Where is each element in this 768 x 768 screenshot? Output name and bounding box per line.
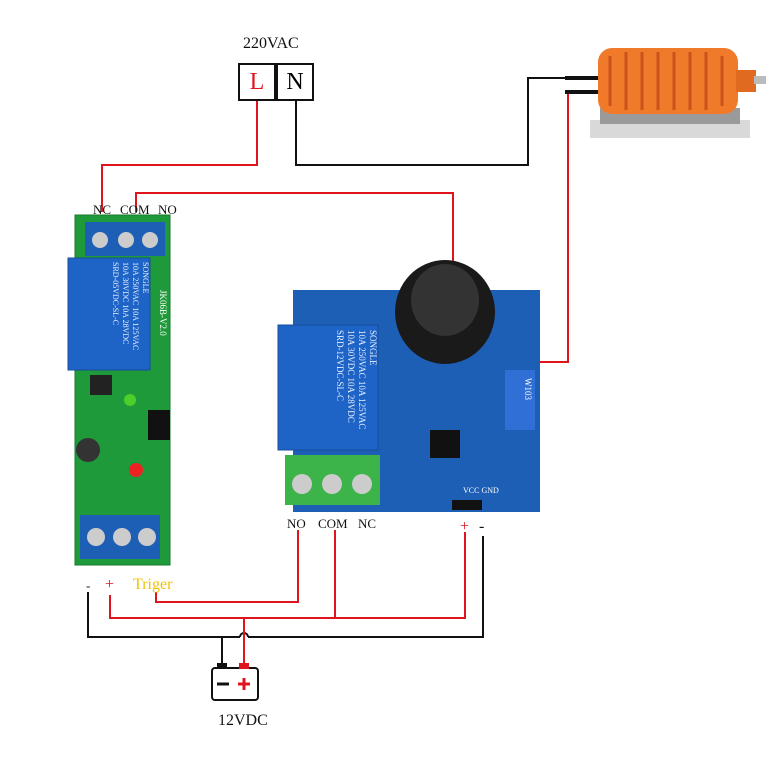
left-relay-com-label: COM — [120, 202, 150, 217]
left-relay-model: SRD-05VDC-SL-C — [111, 262, 120, 326]
ac-supply-label: 220VAC — [243, 35, 299, 52]
wire-ground — [87, 592, 240, 638]
sensor-nc-label: NC — [358, 516, 377, 531]
left-relay-brand: SONGLE — [141, 262, 150, 294]
wire-positive — [109, 532, 466, 619]
current-sensor-board — [277, 260, 540, 512]
trigger-label: Triger — [133, 576, 173, 593]
wire-ground-2 — [248, 536, 484, 638]
sensor-relay-rating-1: 10A 250VAC 10A 125VAC — [357, 330, 367, 430]
potentiometer-label[interactable]: W103 — [523, 378, 533, 400]
wire-trigger — [155, 530, 299, 603]
sensor-relay-brand: SONGLE — [368, 330, 378, 366]
wire-line-L — [101, 101, 258, 212]
left-minus-label: - — [86, 578, 91, 593]
neutral-terminal: N — [276, 63, 314, 101]
left-board-max: MAX:10A — [173, 222, 182, 257]
left-relay-board — [67, 214, 171, 566]
battery-label: 12VDC — [218, 712, 268, 729]
sensor-plus-label: + — [460, 518, 470, 535]
sensor-relay-rating-2: 10A 30VDC 10A 28VDC — [346, 330, 356, 423]
left-board-model: JK06B-V2.0 — [158, 290, 168, 336]
left-plus-label: + — [105, 576, 115, 593]
sensor-com-label: COM — [318, 516, 348, 531]
wire-neutral — [295, 77, 598, 166]
motor — [565, 48, 766, 138]
sensor-no-label: NO — [287, 516, 306, 531]
left-relay-text: SONGLE 10A 250VAC 10A 125VAC 10A 30VDC 1… — [110, 262, 150, 350]
left-relay-nc-label: NC — [93, 202, 112, 217]
sensor-minus-label: - — [479, 518, 485, 535]
sensor-relay-text: SONGLE 10A 250VAC 10A 125VAC 10A 30VDC 1… — [334, 330, 378, 429]
battery-icon — [211, 663, 259, 701]
left-relay-rating-2: 10A 30VDC 10A 28VDC — [121, 262, 130, 345]
sensor-relay-model: SRD-12VDC-SL-C — [335, 330, 345, 402]
left-relay-rating-1: 10A 250VAC 10A 125VAC — [131, 262, 140, 351]
left-relay-no-label: NO — [158, 202, 177, 217]
power-pins-label: VCC GND — [463, 486, 499, 495]
line-terminal: L — [238, 63, 276, 101]
